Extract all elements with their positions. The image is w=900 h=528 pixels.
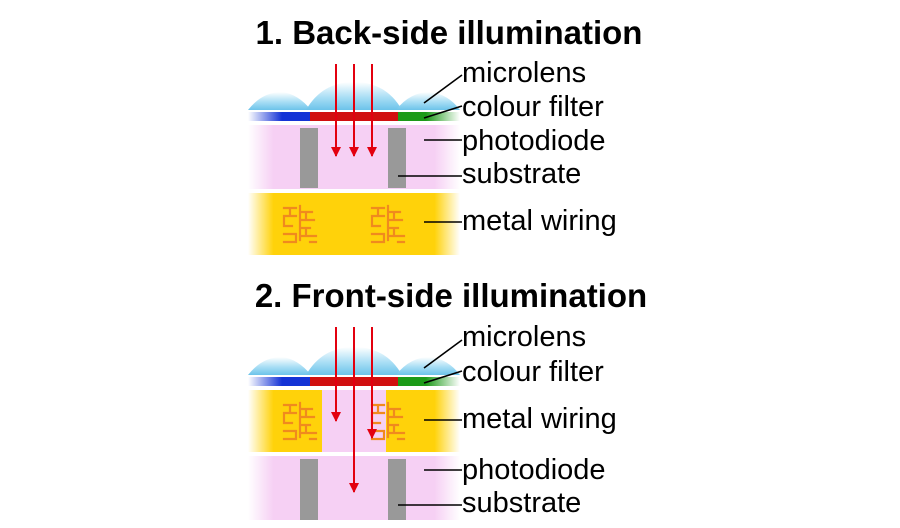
metal-wiring-layer bbox=[248, 193, 460, 255]
microlens-layer bbox=[248, 347, 460, 375]
leader-line bbox=[423, 105, 463, 119]
filter-blue bbox=[248, 112, 310, 121]
label-microlens: microlens bbox=[462, 321, 586, 353]
metal-wiring-block bbox=[248, 193, 460, 255]
label-metal-wiring: metal wiring bbox=[462, 403, 617, 435]
leader-line bbox=[423, 74, 463, 104]
label-substrate: substrate bbox=[462, 487, 581, 519]
section-title: 1. Back-side illumination bbox=[256, 14, 643, 51]
leader-lines bbox=[398, 74, 463, 223]
substrate-pillar-right bbox=[388, 128, 406, 188]
section-title: 2. Front-side illumination bbox=[255, 277, 647, 314]
label-colour-filter: colour filter bbox=[462, 356, 604, 388]
photodiode-layer bbox=[248, 125, 460, 189]
microlens-left bbox=[248, 92, 311, 110]
substrate-pillar-right bbox=[388, 459, 406, 520]
light-rays bbox=[331, 327, 377, 493]
label-colour-filter: colour filter bbox=[462, 91, 604, 123]
label-microlens: microlens bbox=[462, 57, 586, 89]
label-photodiode: photodiode bbox=[462, 454, 606, 486]
substrate-pillar-left bbox=[300, 459, 318, 520]
label-photodiode: photodiode bbox=[462, 125, 606, 157]
microlens-left bbox=[248, 357, 311, 375]
label-metal-wiring: metal wiring bbox=[462, 205, 617, 237]
label-substrate: substrate bbox=[462, 158, 581, 190]
leader-line bbox=[423, 370, 463, 384]
leader-lines bbox=[398, 339, 463, 506]
light-rays bbox=[331, 64, 377, 157]
section-front-side: 2. Front-side illumination bbox=[248, 277, 647, 520]
section-back-side: 1. Back-side illumination bbox=[248, 14, 642, 255]
filter-blue bbox=[248, 377, 310, 386]
substrate-pillar-left bbox=[300, 128, 318, 188]
leader-line bbox=[423, 339, 463, 369]
